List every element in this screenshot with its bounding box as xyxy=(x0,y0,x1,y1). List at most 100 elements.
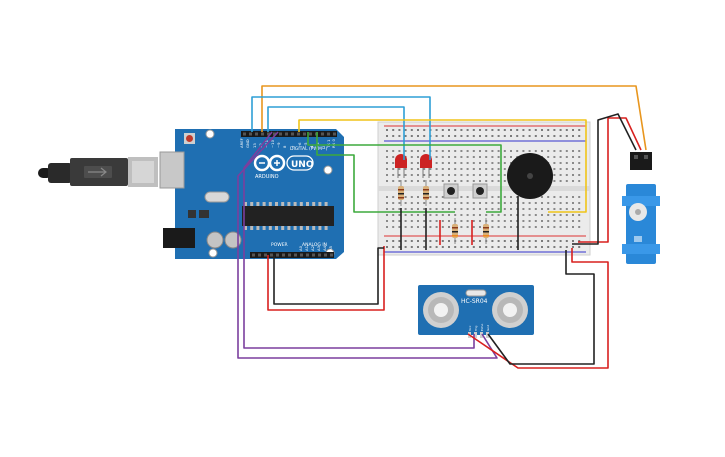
breadboard-hole xyxy=(441,196,444,198)
breadboard-hole xyxy=(565,150,568,152)
breadboard-hole xyxy=(392,180,395,182)
breadboard-hole xyxy=(460,135,463,137)
wire-led-1[interactable] xyxy=(267,106,405,160)
breadboard-hole xyxy=(516,150,519,152)
breadboard-hole xyxy=(528,202,531,204)
breadboard-hole xyxy=(503,156,506,158)
wire-buzzer[interactable] xyxy=(298,119,587,213)
breadboard-hole xyxy=(479,202,481,204)
wire-gnd[interactable] xyxy=(273,247,384,305)
breadboard-hole xyxy=(534,240,537,242)
breadboard-hole xyxy=(559,168,562,170)
breadboard-hole xyxy=(547,208,550,210)
breadboard-hole xyxy=(572,150,574,152)
breadboard-hole xyxy=(460,162,463,164)
breadboard-hole xyxy=(491,156,494,158)
breadboard-hole xyxy=(565,129,568,131)
breadboard-hole xyxy=(410,246,413,248)
breadboard-hole xyxy=(572,162,574,164)
breadboard-hole xyxy=(448,174,450,176)
breadboard-hole xyxy=(547,220,550,222)
breadboard-hole xyxy=(386,196,388,198)
breadboard-hole xyxy=(398,129,401,131)
breadboard-hole xyxy=(547,246,550,248)
breadboard-hole xyxy=(472,174,475,176)
breadboard-hole xyxy=(565,240,568,242)
breadboard-hole xyxy=(417,226,419,228)
breadboard-hole xyxy=(479,240,481,242)
breadboard-hole xyxy=(479,214,481,216)
piezo-buzzer[interactable] xyxy=(507,153,553,199)
ultrasonic-sensor[interactable]: HC-SR04 Vcc Trig Echo Gnd xyxy=(418,285,534,338)
breadboard-hole xyxy=(553,214,556,216)
wire-led-2[interactable] xyxy=(251,96,431,160)
usb-cable[interactable] xyxy=(38,157,158,187)
breadboard-hole xyxy=(417,220,419,222)
led-resistor-1[interactable] xyxy=(398,180,404,206)
breadboard-hole xyxy=(578,180,581,182)
pin-label-9: ~9 xyxy=(276,142,281,148)
chip-pin xyxy=(268,202,272,206)
servo-motor[interactable] xyxy=(622,152,660,264)
breadboard-hole xyxy=(553,174,556,176)
breadboard-hole xyxy=(466,150,469,152)
breadboard-hole xyxy=(491,196,494,198)
chip-pin xyxy=(318,202,322,206)
breadboard-hole xyxy=(435,202,438,204)
breadboard-hole xyxy=(410,174,413,176)
breadboard-hole xyxy=(429,180,432,182)
wire-sensor-gnd[interactable] xyxy=(487,250,595,365)
breadboard-hole xyxy=(503,180,506,182)
led-resistor-2[interactable] xyxy=(423,180,429,206)
breadboard-hole xyxy=(386,226,388,228)
wire-servo-gnd[interactable] xyxy=(572,113,637,245)
breadboard-hole xyxy=(398,214,401,216)
breadboard-hole xyxy=(386,202,388,204)
breadboard-hole xyxy=(485,180,488,182)
breadboard-hole xyxy=(553,202,556,204)
breadboard-hole xyxy=(491,180,494,182)
breadboard-hole xyxy=(565,162,568,164)
breadboard-hole xyxy=(472,246,475,248)
button-resistor-1[interactable] xyxy=(452,218,458,244)
red-led-2[interactable] xyxy=(420,154,432,178)
breadboard-hole xyxy=(497,156,500,158)
breadboard-hole xyxy=(466,220,469,222)
breadboard-hole xyxy=(497,246,500,248)
breadboard-hole xyxy=(392,196,395,198)
breadboard-hole xyxy=(528,220,531,222)
breadboard-hole xyxy=(441,150,444,152)
breadboard-hole xyxy=(460,180,463,182)
breadboard-hole xyxy=(559,174,562,176)
breadboard-hole xyxy=(441,180,444,182)
breadboard-hole xyxy=(410,135,413,137)
header-pin xyxy=(297,132,300,136)
wire-sensor-trig[interactable] xyxy=(243,131,475,349)
breadboard-hole xyxy=(485,214,488,216)
header-pin xyxy=(273,132,276,136)
breadboard-hole xyxy=(503,240,506,242)
push-button-1[interactable] xyxy=(443,183,459,199)
breadboard-hole xyxy=(429,196,432,198)
breadboard-hole xyxy=(485,174,488,176)
wire-button-2[interactable] xyxy=(307,132,502,213)
breadboard-hole xyxy=(429,174,432,176)
breadboard-hole xyxy=(479,156,481,158)
wire-button-1[interactable] xyxy=(316,132,455,213)
header-pin xyxy=(267,132,270,136)
breadboard-hole xyxy=(491,220,494,222)
breadboard-hole xyxy=(534,246,537,248)
push-button-2[interactable] xyxy=(472,183,488,199)
breadboard-hole xyxy=(435,174,438,176)
breadboard-hole xyxy=(559,180,562,182)
breadboard-hole xyxy=(541,196,543,198)
wire-servo-signal[interactable] xyxy=(261,85,647,151)
button-resistor-2[interactable] xyxy=(483,218,489,244)
usb-jack xyxy=(159,151,185,189)
breadboard-hole xyxy=(435,226,438,228)
breadboard-hole xyxy=(398,174,401,176)
wire-5v[interactable] xyxy=(267,246,385,311)
breadboard-hole xyxy=(410,168,413,170)
breadboard-hole xyxy=(435,208,438,210)
